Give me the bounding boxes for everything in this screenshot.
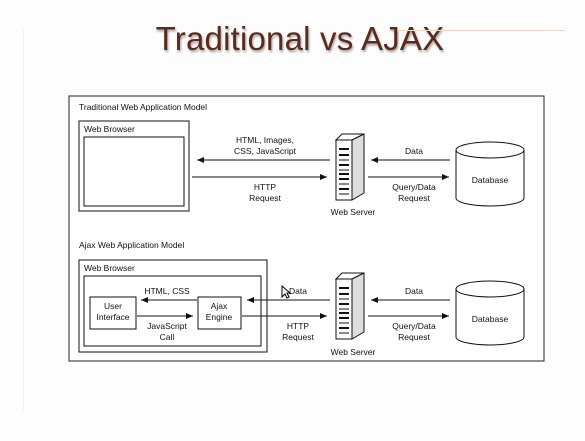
ajax-server-label: Web Server bbox=[331, 347, 376, 357]
slide-title: Traditional vs AJAX bbox=[155, 20, 445, 57]
traditional-request-label-line1: HTTP bbox=[254, 182, 277, 192]
js-call-label-line2: Call bbox=[160, 332, 175, 342]
slide-left-edge bbox=[23, 30, 24, 410]
ajax-server-icon bbox=[335, 272, 365, 340]
ajax-browser-label: Web Browser bbox=[84, 263, 135, 273]
traditional-section-title: Traditional Web Application Model bbox=[79, 102, 207, 112]
ajax-section-title: Ajax Web Application Model bbox=[79, 240, 184, 250]
mouse-pointer-icon bbox=[281, 285, 291, 299]
ajax-query-label-line1: Query/Data bbox=[392, 321, 436, 331]
traditional-browser-label: Web Browser bbox=[84, 124, 135, 134]
ajax-response-label: Data bbox=[289, 286, 307, 296]
traditional-database-label: Database bbox=[472, 175, 509, 185]
html-css-label: HTML, CSS bbox=[144, 286, 190, 296]
traditional-data-label: Data bbox=[405, 146, 423, 156]
traditional-server-label: Web Server bbox=[331, 207, 376, 217]
ajax-engine-label-line1: Ajax bbox=[211, 301, 228, 311]
ajax-request-label-line2: Request bbox=[282, 332, 314, 342]
traditional-request-label-line2: Request bbox=[249, 193, 281, 203]
ui-box bbox=[89, 296, 137, 330]
traditional-response-label-line1: HTML, Images, bbox=[236, 135, 294, 145]
js-call-label-line1: JavaScript bbox=[147, 321, 187, 331]
traditional-server-icon bbox=[335, 133, 365, 201]
title-rule bbox=[397, 30, 565, 31]
traditional-browser-window bbox=[83, 136, 185, 207]
ajax-database-icon bbox=[455, 280, 525, 346]
ajax-data-label: Data bbox=[405, 286, 423, 296]
ui-label-line1: User bbox=[104, 301, 122, 311]
ajax-request-label-line1: HTTP bbox=[287, 321, 310, 331]
traditional-query-label-line1: Query/Data bbox=[392, 182, 436, 192]
traditional-query-label-line2: Request bbox=[398, 193, 430, 203]
ui-label-line2: Interface bbox=[96, 312, 129, 322]
ajax-engine-label-line2: Engine bbox=[206, 312, 233, 322]
traditional-response-label-line2: CSS, JavaScript bbox=[234, 146, 297, 156]
traditional-database-icon bbox=[455, 141, 525, 207]
ajax-engine-box bbox=[197, 296, 242, 330]
ajax-query-label-line2: Request bbox=[398, 332, 430, 342]
ajax-database-label: Database bbox=[472, 314, 509, 324]
